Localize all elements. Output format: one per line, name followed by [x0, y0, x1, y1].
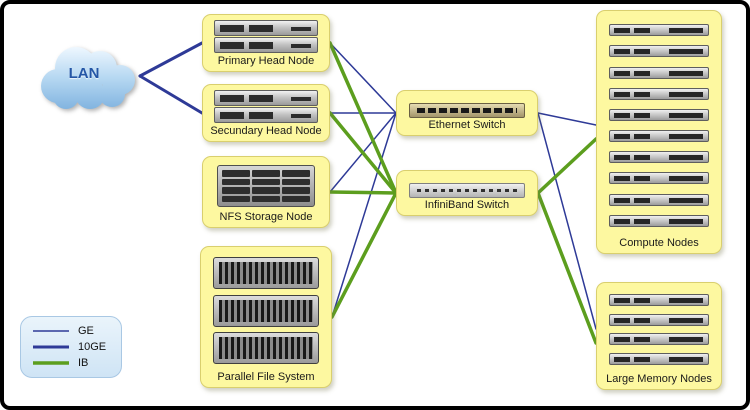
edge-ib_switch-to-compute-ib: [536, 137, 598, 195]
edge-primary_head-to-ib_switch-ib: [328, 41, 398, 195]
compute-servers: [597, 11, 721, 236]
cloud-icon: [41, 47, 135, 109]
server-icon: [609, 66, 709, 79]
server-icon: [214, 90, 318, 106]
legend: GE 10GE IB: [20, 316, 122, 378]
infiniband-switch-icon: [409, 183, 525, 198]
node-compute-nodes: Compute Nodes: [596, 10, 722, 254]
connection-edges: [138, 41, 598, 345]
pfs-shelves: [201, 247, 331, 370]
edge-lan-to-secondary_head-10ge: [138, 74, 204, 115]
edge-pfs-to-ib_switch-ib: [330, 191, 398, 319]
server-icon: [609, 151, 709, 164]
infiniband-switch-label: InfiniBand Switch: [424, 199, 510, 211]
server-icon: [214, 37, 318, 53]
server-icon: [214, 20, 318, 36]
drive-bay-icon: [252, 195, 280, 202]
nfs-storage-array-icon: [217, 165, 315, 207]
drive-bay-icon: [282, 187, 310, 194]
drive-bay-icon: [282, 178, 310, 185]
server-icon: [609, 294, 709, 307]
diagram-canvas: LAN Primary Head Node Secundary Head Nod…: [4, 4, 746, 406]
node-infiniband-switch: InfiniBand Switch: [396, 170, 538, 216]
lan-cloud: LAN: [28, 36, 140, 116]
pfs-label: Parallel File System: [217, 371, 315, 383]
drive-bay-icon: [252, 187, 280, 194]
edge-pfs-to-eth_switch-ge: [331, 112, 397, 318]
node-primary-head: Primary Head Node: [202, 14, 330, 72]
legend-row: GE: [31, 323, 111, 339]
edge-primary_head-to-eth_switch-ge: [329, 42, 397, 114]
drive-bay-icon: [222, 187, 250, 194]
legend-row: IB: [31, 355, 111, 371]
large-memory-label: Large Memory Nodes: [606, 373, 712, 385]
secondary-head-label: Secundary Head Node: [210, 125, 322, 137]
legend-label: GE: [78, 325, 94, 337]
edge-lan-to-primary_head-10ge: [138, 41, 204, 78]
server-icon: [609, 130, 709, 143]
drive-bay-icon: [222, 170, 250, 177]
legend-line-sample-ib: [33, 361, 69, 365]
disk-shelf-icon: [213, 256, 319, 289]
node-large-memory-nodes: Large Memory Nodes: [596, 282, 722, 390]
edge-eth_switch-to-large_mem-ge: [537, 112, 597, 330]
edge-nfs-to-ib_switch-ib: [328, 190, 398, 195]
nfs-storage-label: NFS Storage Node: [219, 211, 313, 223]
legend-label: IB: [78, 357, 89, 369]
server-icon: [609, 172, 709, 185]
node-ethernet-switch: Ethernet Switch: [396, 90, 538, 136]
node-parallel-file-system: Parallel File System: [200, 246, 332, 388]
legend-items: GE 10GE IB: [31, 323, 111, 371]
drive-bay-icon: [222, 195, 250, 202]
primary-head-label: Primary Head Node: [217, 55, 315, 67]
edge-eth_switch-to-compute-ge: [537, 112, 597, 126]
disk-shelf-icon: [213, 332, 319, 365]
drive-bay-icon: [282, 195, 310, 202]
server-icon: [609, 87, 709, 100]
drive-bay-icon: [282, 170, 310, 177]
server-icon: [609, 45, 709, 58]
drive-bay-icon: [252, 170, 280, 177]
secondary-head-servers: [203, 85, 329, 124]
drive-bay-icon: [222, 178, 250, 185]
drive-bay-icon: [252, 178, 280, 185]
legend-label: 10GE: [78, 341, 107, 353]
compute-nodes-label: Compute Nodes: [619, 237, 699, 249]
ethernet-switch-icon: [409, 103, 525, 118]
server-icon: [609, 108, 709, 121]
server-icon: [609, 352, 709, 365]
server-icon: [609, 214, 709, 227]
node-secondary-head: Secundary Head Node: [202, 84, 330, 142]
edge-ib_switch-to-large_mem-ib: [536, 191, 598, 345]
ethernet-switch-label: Ethernet Switch: [428, 119, 506, 131]
server-icon: [609, 313, 709, 326]
primary-head-servers: [203, 15, 329, 54]
legend-line-sample-10ge: [33, 345, 69, 349]
large-memory-servers: [597, 283, 721, 372]
server-icon: [609, 333, 709, 346]
lan-label: LAN: [68, 64, 100, 82]
legend-line-sample-ge: [33, 330, 69, 332]
server-icon: [214, 107, 318, 123]
server-icon: [609, 193, 709, 206]
node-nfs-storage: NFS Storage Node: [202, 156, 330, 228]
edge-secondary_head-to-ib_switch-ib: [328, 111, 398, 195]
disk-shelf-icon: [213, 294, 319, 327]
legend-row: 10GE: [31, 339, 111, 355]
server-icon: [609, 24, 709, 37]
